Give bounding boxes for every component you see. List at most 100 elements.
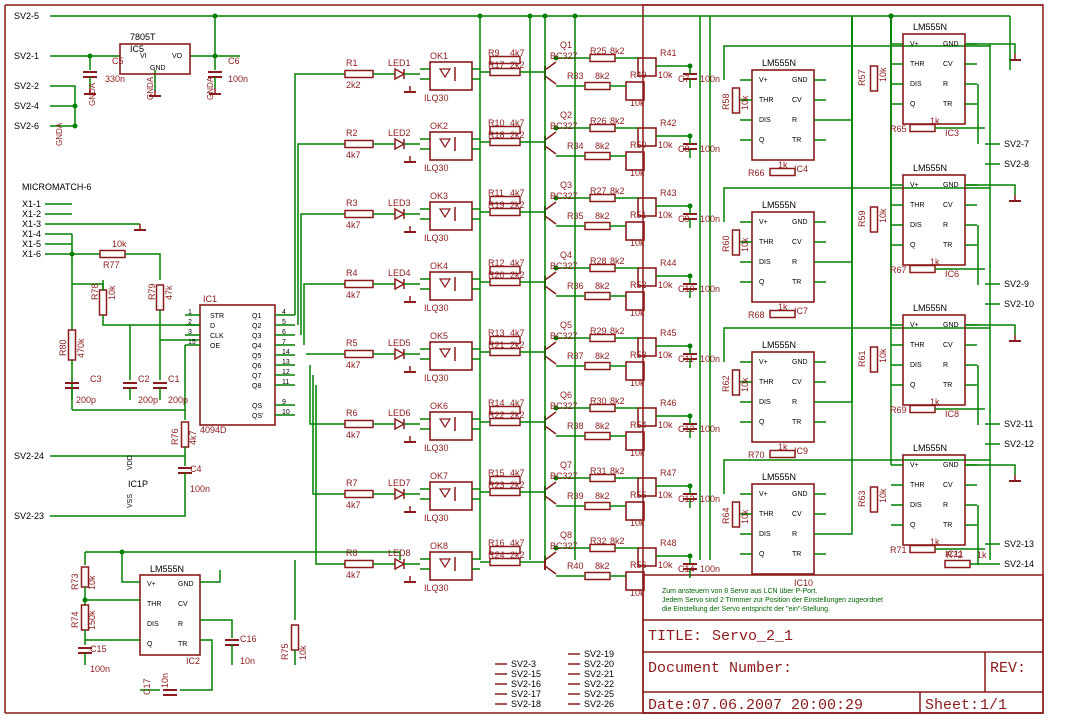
timer-b-rv-value: 10k — [878, 67, 888, 82]
led-symbol — [394, 67, 406, 81]
channel-cap: C14 — [678, 564, 695, 574]
title-label: TITLE: — [648, 628, 702, 645]
led-symbol — [394, 207, 406, 221]
transistor-leg — [544, 425, 557, 435]
wire — [60, 85, 76, 128]
channel-trim1: R45 — [660, 328, 677, 338]
timer-pin: THR — [759, 379, 773, 386]
junction-dot — [82, 597, 88, 603]
ic1-pin-number: 6 — [282, 329, 286, 336]
timer-pin: THR — [910, 482, 924, 489]
channel-trim1: R47 — [660, 468, 677, 478]
connector-title: MICROMATCH-6 — [22, 182, 91, 192]
channel-rt-value: 8k2 — [595, 421, 610, 431]
resistor — [489, 475, 521, 485]
timer-pin: TR — [792, 419, 801, 426]
channel-rs-value: 8k2 — [610, 116, 625, 126]
channel-trim-value: 10k — [658, 420, 673, 430]
timer-part: LM555N — [762, 58, 796, 68]
wire — [723, 45, 990, 80]
channel-5 — [344, 333, 693, 381]
timer-pin: CV — [792, 379, 802, 386]
wire — [85, 551, 401, 560]
timer-body — [751, 69, 815, 161]
channel-rt-value: 8k2 — [595, 491, 610, 501]
channel-ok: OK8 — [430, 541, 448, 551]
ic1-pin-q4: Q4 — [252, 343, 261, 350]
transistor-leg — [544, 481, 557, 491]
channel-6 — [344, 403, 693, 451]
ic2-pin: Q — [147, 641, 153, 648]
sheet-value: 1/1 — [980, 697, 1007, 714]
trimmer-2 — [625, 151, 645, 171]
transistor-leg — [544, 75, 557, 85]
wire — [826, 16, 853, 535]
c2-name: C2 — [138, 374, 150, 384]
channel-rc-value: 2k2 — [510, 130, 525, 140]
timer-a-rv-value: 10k — [740, 237, 750, 252]
port-sv2-23: SV2-23 — [14, 511, 44, 521]
timer-b-rv-value: 10k — [878, 488, 888, 503]
channel-r: R4 — [346, 268, 358, 278]
wire — [200, 619, 233, 638]
channel-q: Q7 — [560, 460, 572, 470]
channel-rb: R16 — [488, 538, 505, 548]
timer-pin: THR — [910, 61, 924, 68]
channel-1 — [344, 53, 693, 101]
timer-part: LM555N — [913, 443, 947, 453]
channel-ok: OK4 — [430, 261, 448, 271]
timer-pin: DIS — [759, 117, 771, 124]
unused-pin-sv2-3: SV2-3 — [511, 659, 536, 669]
timer-pin: R — [943, 222, 948, 229]
timer-a-rv: R60 — [721, 235, 731, 252]
channel-rs: R32 — [590, 536, 607, 546]
resistor — [489, 195, 521, 205]
port-sv2-11: SV2-11 — [1004, 419, 1033, 429]
channel-trim-value: 10k — [658, 350, 673, 360]
timer-pin: CV — [792, 239, 802, 246]
wire — [965, 43, 1016, 54]
design-note: Zum ansteuern von 8 Servo aus LCN über P… — [662, 588, 817, 595]
gnda-2: GNDA — [146, 76, 155, 100]
timer-part: LM555N — [913, 303, 947, 313]
junction-dot — [553, 55, 559, 61]
junction-dot — [687, 203, 693, 209]
r74-name: R74 — [70, 611, 80, 628]
timer-part: LM555N — [762, 340, 796, 350]
channel-r-value: 2k2 — [346, 80, 361, 90]
ic1-pin-number: 12 — [282, 369, 290, 376]
timer-pin: GND — [943, 182, 959, 189]
wire — [965, 184, 1016, 195]
timer-pin: V+ — [759, 219, 768, 226]
channel-cap: C7 — [678, 74, 690, 84]
title-block — [642, 574, 1044, 714]
resistor — [869, 65, 879, 92]
resistor — [731, 87, 741, 114]
timer-pin: THR — [910, 342, 924, 349]
channel-trim1: R44 — [660, 258, 677, 268]
channel-trim-value: 10k — [630, 518, 645, 528]
timer-pin: TR — [943, 382, 952, 389]
port-sv2-13: SV2-13 — [1004, 539, 1034, 549]
channel-rc: R24 — [488, 550, 505, 560]
unused-pin-sv2-15: SV2-15 — [511, 669, 541, 679]
c6-name: C6 — [228, 56, 240, 66]
channel-cap-value: 100n — [700, 284, 720, 294]
timer-a-rv: R64 — [721, 507, 731, 524]
ic5-vi: VI — [140, 53, 147, 60]
timer-pin: DIS — [910, 81, 922, 88]
timer-body — [751, 483, 815, 575]
c6-value: 100n — [228, 74, 248, 84]
channel-ok: OK6 — [430, 401, 448, 411]
trimmer-1 — [637, 127, 657, 147]
channel-rc-value: 2k2 — [510, 270, 525, 280]
ic1-pin-number: 2 — [188, 319, 192, 326]
channel-trim2: R50 — [630, 140, 647, 150]
channel-trim-value: 10k — [630, 378, 645, 388]
r77-name: R77 — [103, 260, 120, 270]
resistor — [489, 335, 521, 345]
channel-rb-value: 4k7 — [510, 48, 525, 58]
ic2-name: IC2 — [186, 656, 200, 666]
timer-pin: GND — [792, 219, 808, 226]
timer-b-rh-value: 1k — [930, 116, 940, 126]
